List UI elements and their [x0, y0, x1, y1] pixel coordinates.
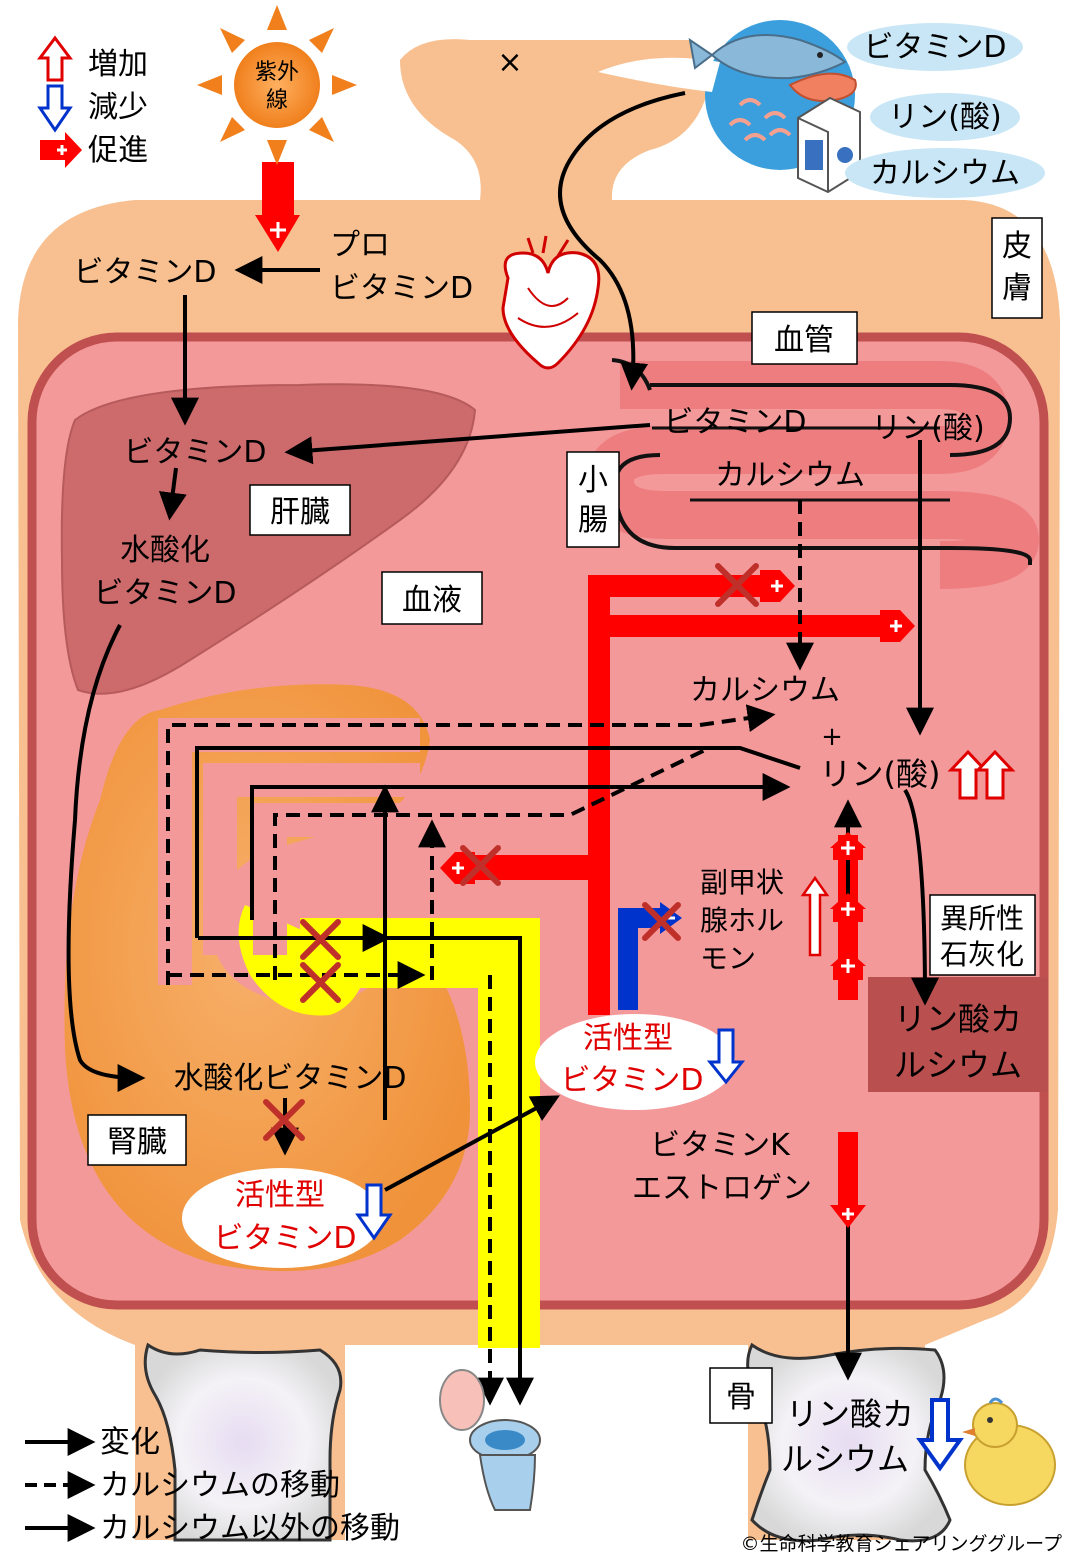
heart-icon: [501, 235, 601, 370]
legend-calcium-movement-label: カルシウムの移動: [100, 1468, 340, 1503]
skin-label-line1: 皮: [1002, 229, 1032, 264]
pro-vitamin-d-line2: ビタミンD: [330, 271, 473, 306]
bone-calcium-phosphate-line1: リン酸カ: [786, 1395, 914, 1433]
pro-vitamin-d-line1: プロ: [330, 228, 390, 263]
legend-decrease-label: 減少: [88, 90, 148, 125]
liver-shape: [60, 383, 477, 695]
blood-calcium: カルシウム: [690, 673, 840, 708]
bone-label: 骨: [726, 1380, 756, 1415]
legend-promote-label: 促進: [88, 133, 148, 168]
active-vd-blood-line1: 活性型: [583, 1021, 673, 1056]
promote-arrow-uv: [255, 215, 300, 252]
down-arrow-icon: [37, 84, 73, 133]
ectopic-label-line2: 石灰化: [940, 938, 1024, 971]
flow-arrows: [66, 91, 939, 1406]
promote-arrow-icon: [40, 132, 82, 168]
legend-change-label: 変化: [100, 1425, 160, 1460]
vitamin-d-liver: ビタミンD: [123, 435, 266, 470]
legend-increase-label: 増加: [88, 47, 148, 82]
legend-top: 増加 減少 促進: [37, 35, 148, 168]
intestine-calcium: カルシウム: [715, 458, 865, 493]
hydroxy-vitamin-d-kidney: 水酸化ビタミンD: [173, 1061, 406, 1096]
top-cross-mark: ×: [497, 45, 522, 80]
food-item-vitamin-d: ビタミンD: [863, 30, 1006, 65]
sun-label-line1: 紫外: [255, 60, 299, 85]
ectopic-calcium-phosphate-line1: リン酸カ: [894, 1000, 1022, 1038]
active-vd-kidney-line1: 活性型: [235, 1178, 325, 1213]
calcium-arrows: [166, 500, 814, 1406]
liver-label: 肝臓: [270, 495, 330, 530]
hydroxy-vitamin-d-line1: 水酸化: [120, 533, 210, 568]
vitamin-k-line1: ビタミンK: [650, 1128, 791, 1163]
sun-label-line2: 線: [266, 88, 288, 113]
food-item-phosphorus: リン(酸): [888, 100, 1001, 135]
food-item-calcium: カルシウム: [870, 156, 1020, 191]
left-bone: [143, 1342, 343, 1542]
legend-bottom: [25, 1428, 96, 1542]
right-bone: [746, 1342, 952, 1543]
phosphorus-increase-arrows: [947, 749, 1016, 800]
skin-label-line2: 膚: [1002, 271, 1032, 306]
pth-increase-arrow: [800, 875, 830, 957]
toilet-icon: [439, 1369, 541, 1511]
kidney-label-box: 腎臓: [87, 1114, 187, 1166]
legend-other-movement-label: カルシウム以外の移動: [100, 1511, 400, 1546]
bone-calcium-phosphate-line2: ルシウム: [781, 1440, 909, 1478]
blood-label-box: 血液: [381, 571, 483, 625]
active-vd-kidney-oval: [182, 1168, 382, 1268]
bone-decrease-arrow: [916, 1398, 964, 1472]
up-arrow-icon: [37, 35, 73, 82]
shrimp-icon: [728, 98, 792, 142]
ectopic-calcification-box: [868, 977, 1048, 1092]
intestine-vitamin-d: ビタミンD: [663, 405, 806, 440]
ectopic-calcification-label-box: 異所性 石灰化: [929, 894, 1036, 976]
salmon-icon: [788, 72, 857, 102]
pth-line1: 副甲状: [700, 866, 784, 899]
hydroxy-vitamin-d-line2: ビタミンD: [93, 576, 236, 611]
promote-arrow-bone-2: [830, 893, 866, 922]
promote-arrow-intestine-calcium: [760, 570, 795, 602]
blood-phosphorus: リン(酸): [820, 755, 941, 793]
promote-routes: [262, 162, 883, 1212]
pth-line2: 腺ホル: [700, 904, 784, 937]
kidney-label: 腎臓: [107, 1125, 167, 1160]
active-vd-kidney-line2: ビタミンD: [213, 1221, 356, 1256]
small-intestine-label-box: 小 腸: [566, 451, 620, 548]
blood-vessel-label-box: 血管: [751, 311, 858, 365]
small-intestine-label-line1: 小: [578, 463, 608, 498]
milk-carton-icon: [797, 96, 861, 194]
active-vd-blood-decrease-arrow: [706, 1028, 746, 1085]
promote-arrow-estrogen: [830, 1205, 866, 1228]
vitamin-d-skin: ビタミンD: [73, 255, 216, 290]
active-vd-kidney-decrease-arrow: [355, 1183, 393, 1241]
liver-label-box: 肝臓: [249, 484, 351, 536]
x-mark-icon: [263, 563, 759, 1141]
food-circle: ビタミンD リン(酸) カルシウム: [598, 20, 1045, 198]
chick-icon: [962, 1397, 1056, 1506]
pth-line3: モン: [700, 942, 756, 975]
intestine-phosphorus: リン(酸): [871, 411, 984, 446]
bone-label-box: 骨: [709, 1367, 773, 1424]
promote-arrow-bone-3: [830, 950, 866, 980]
active-vd-blood-line2: ビタミンD: [560, 1063, 703, 1098]
small-intestine-label-line2: 腸: [578, 503, 608, 538]
blood-vessel-label: 血管: [774, 323, 834, 358]
ectopic-label-line1: 異所性: [940, 902, 1024, 935]
active-vd-blood-oval: [535, 1014, 735, 1110]
copyright-text: ©生命科学教育シェアリンググループ: [741, 1533, 1062, 1555]
fish-icon: [688, 34, 847, 80]
ectopic-calcium-phosphate-line2: ルシウム: [894, 1046, 1022, 1084]
plus-sign: +: [821, 722, 843, 752]
sun-icon: 紫外 線: [197, 5, 357, 165]
blood-label: 血液: [402, 583, 462, 618]
promote-arrow-bone-1: [830, 832, 866, 860]
promote-arrow-intestine-phosphorus: [880, 610, 915, 642]
skin-label-box: 皮 膚: [991, 217, 1043, 319]
estrogen-line2: エストロゲン: [632, 1171, 812, 1206]
